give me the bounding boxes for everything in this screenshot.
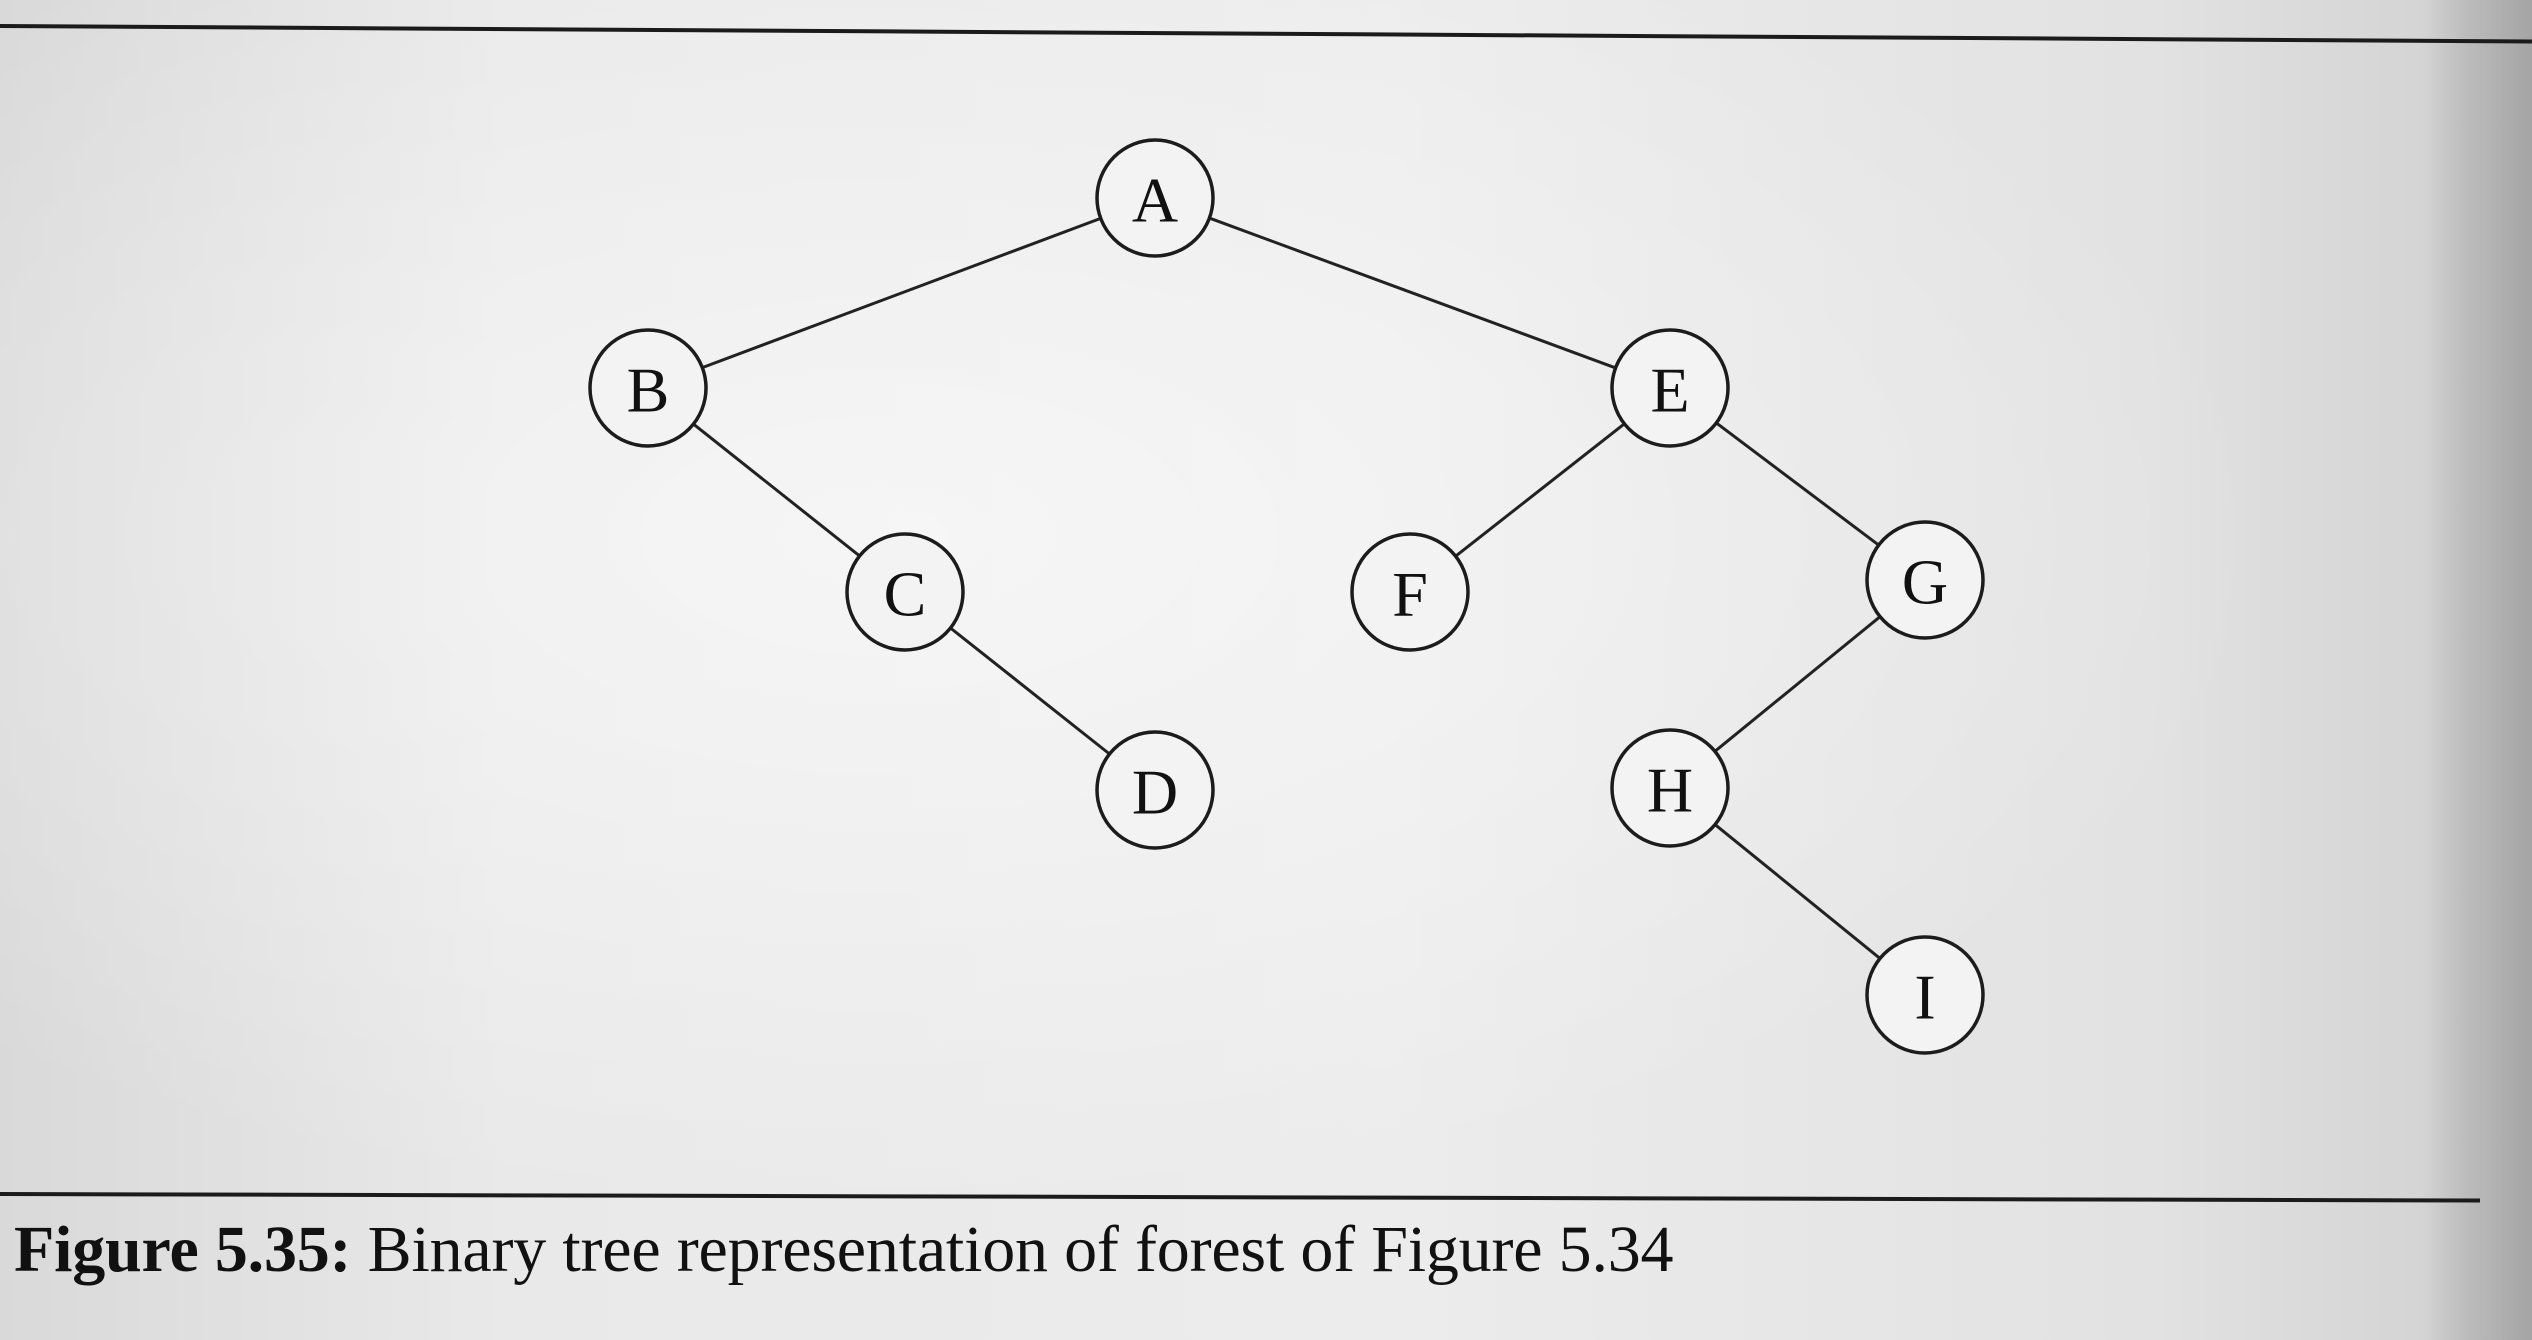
node-d-label: D — [1132, 757, 1178, 828]
edge-b-c — [692, 422, 861, 558]
node-c-circle — [845, 532, 965, 652]
node-h-label: H — [1647, 755, 1693, 826]
node-h: H — [1610, 728, 1730, 848]
node-g-circle — [1865, 520, 1985, 640]
node-e-label: E — [1650, 355, 1689, 426]
node-c-label: C — [884, 559, 927, 630]
edge-c-d — [949, 626, 1111, 756]
node-g: G — [1865, 520, 1985, 640]
edge-e-f — [1454, 422, 1626, 558]
edge-g-h — [1713, 615, 1882, 753]
edge-h-i — [1714, 823, 1881, 960]
edge-a-e — [1208, 216, 1617, 370]
node-f-label: F — [1392, 559, 1428, 630]
caption-label: Figure 5.35: — [14, 1213, 352, 1286]
node-f-circle — [1350, 532, 1470, 652]
node-h-circle — [1610, 728, 1730, 848]
node-g-label: G — [1902, 547, 1948, 618]
node-f: F — [1350, 532, 1470, 652]
node-i-label: I — [1914, 962, 1935, 1033]
node-a-circle — [1095, 138, 1215, 258]
node-b-circle — [588, 328, 708, 448]
node-e: E — [1610, 328, 1730, 448]
node-i: I — [1865, 935, 1985, 1055]
node-d-circle — [1095, 730, 1215, 850]
node-d: D — [1095, 730, 1215, 850]
caption-text: Binary tree representation of forest of … — [351, 1213, 1674, 1286]
node-b-label: B — [627, 355, 670, 426]
node-a: A — [1095, 138, 1215, 258]
tree-nodes: A B C D E F G H I — [588, 138, 1985, 1055]
node-b: B — [588, 328, 708, 448]
edge-a-b — [701, 216, 1102, 370]
node-e-circle — [1610, 328, 1730, 448]
page-edge-shadow — [2422, 0, 2532, 1340]
edge-e-g — [1715, 421, 1880, 547]
figure-caption: Figure 5.35: Binary tree representation … — [14, 1212, 1674, 1288]
tree-edges — [692, 216, 1882, 960]
node-a-label: A — [1132, 165, 1178, 236]
node-c: C — [845, 532, 965, 652]
node-i-circle — [1865, 935, 1985, 1055]
